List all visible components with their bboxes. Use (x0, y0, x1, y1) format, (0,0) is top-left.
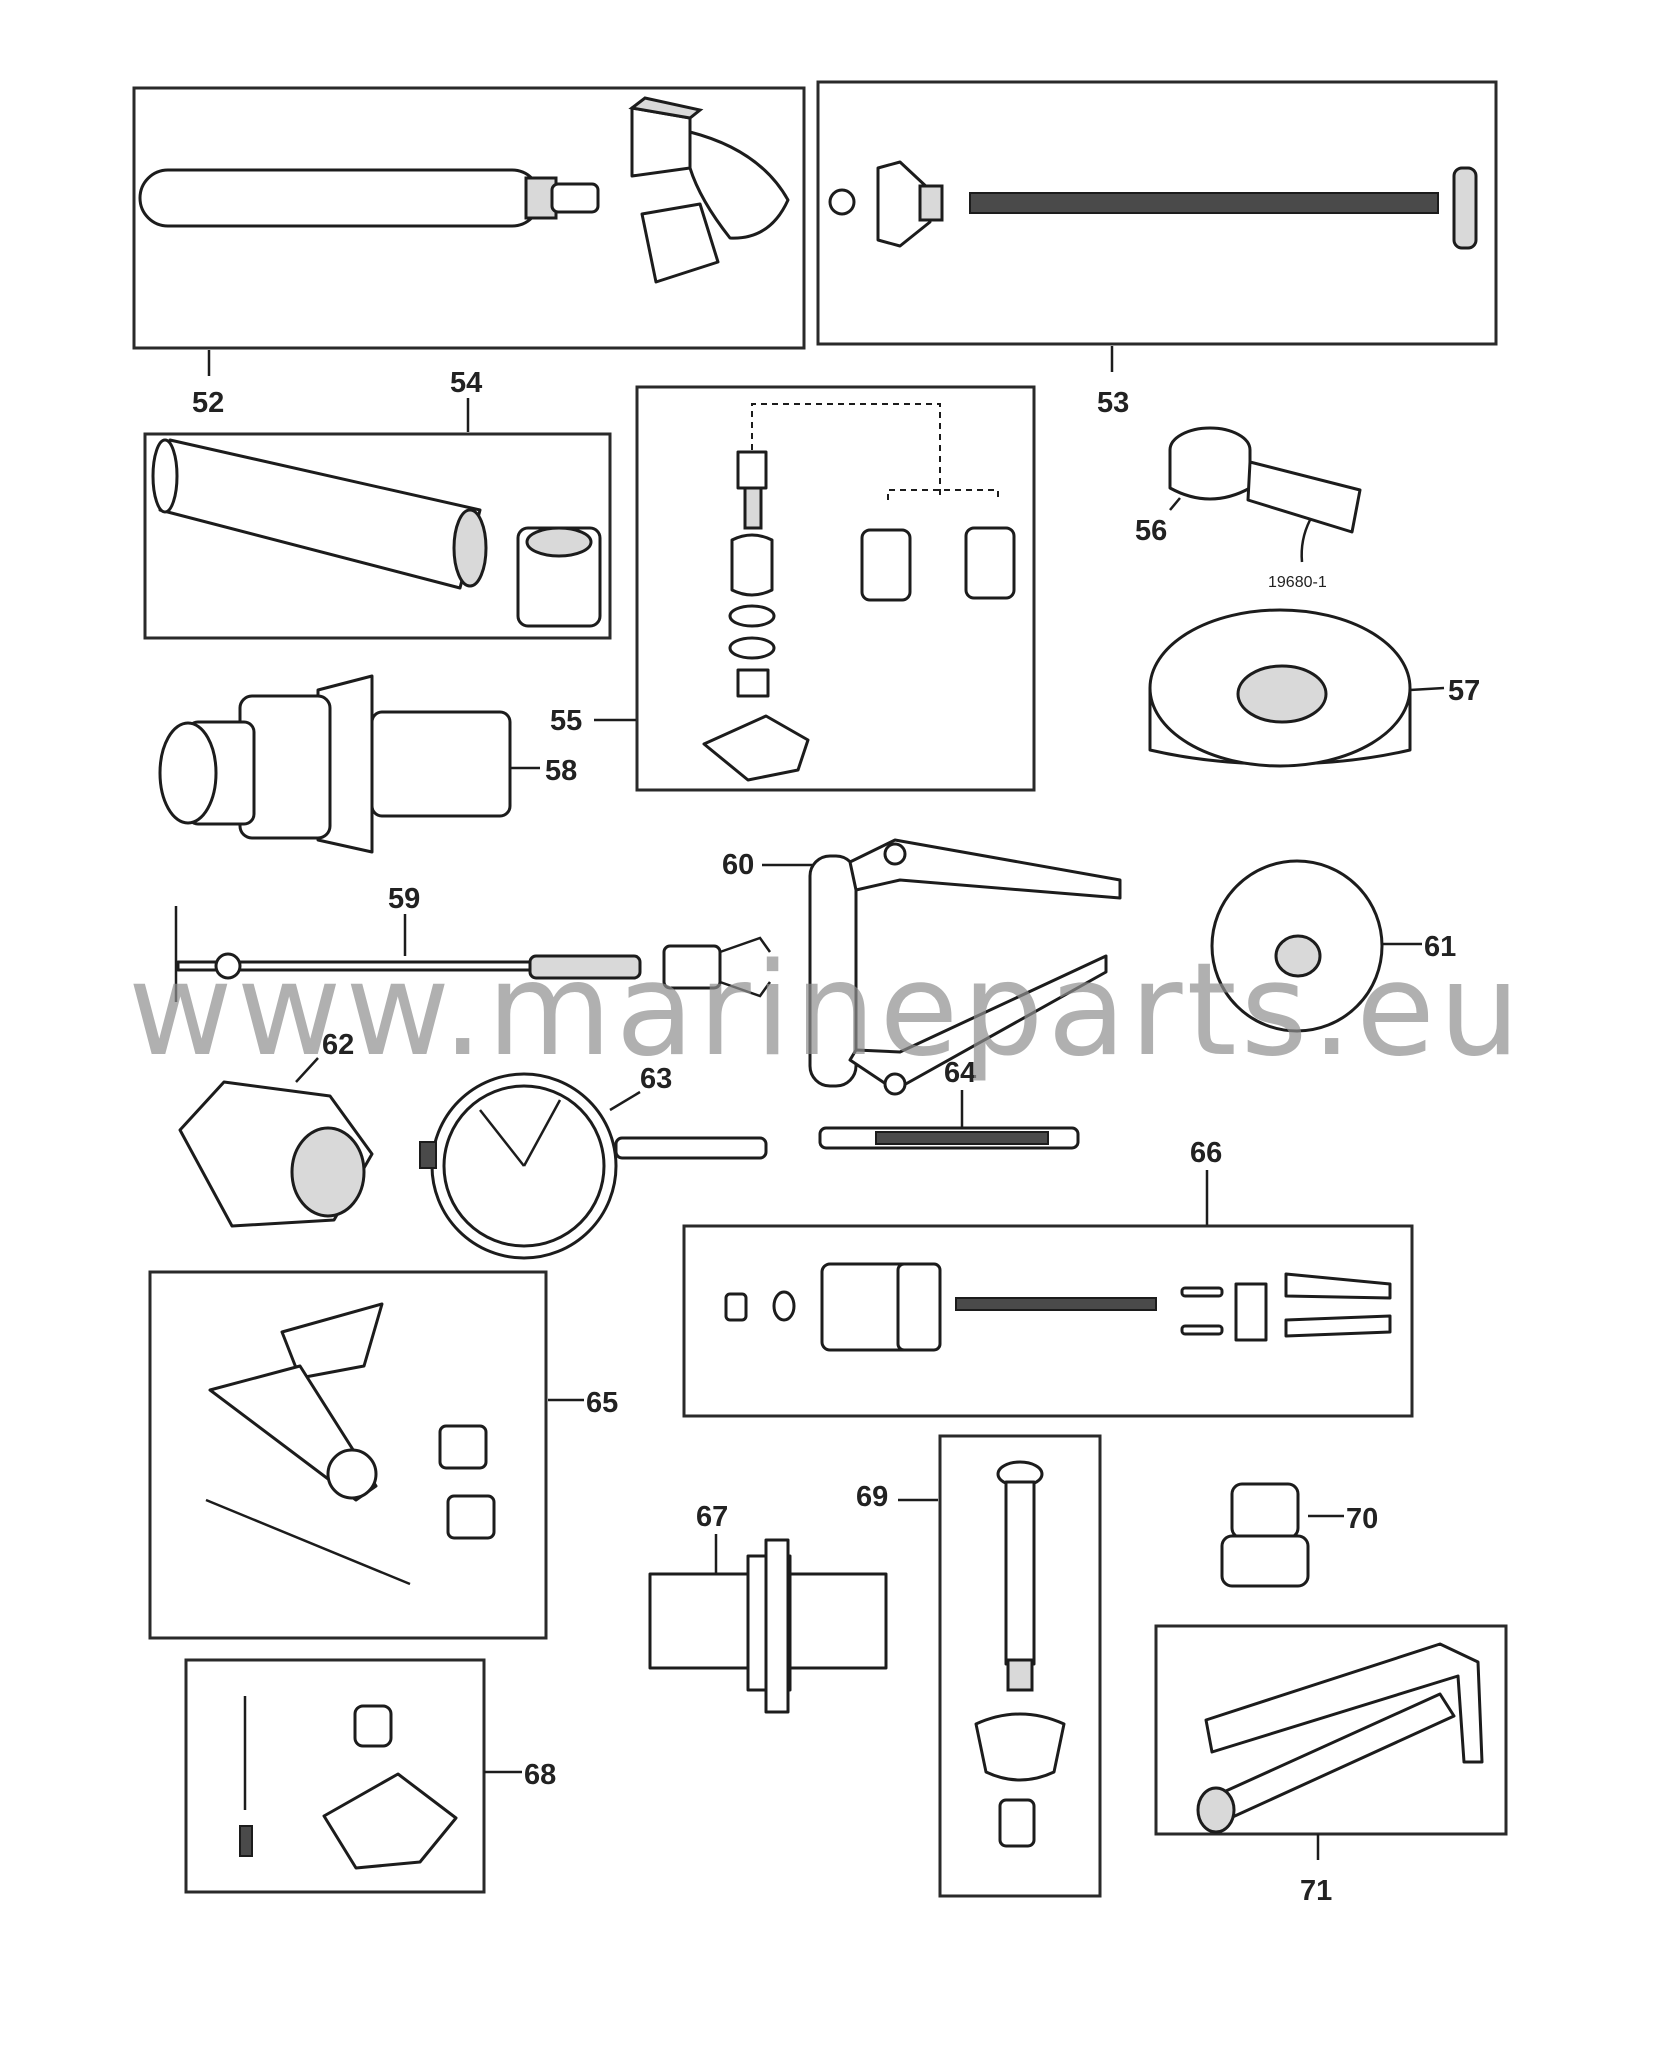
tool-56 (1168, 426, 1362, 563)
callout-58: 58 (545, 755, 577, 787)
tool-57 (1148, 608, 1412, 768)
tool-67 (648, 1538, 888, 1714)
callout-71: 71 (1300, 1875, 1332, 1907)
callout-70: 70 (1346, 1503, 1378, 1535)
tool-62 (178, 1080, 374, 1228)
tool-71 (1154, 1624, 1508, 1836)
callout-65: 65 (586, 1387, 618, 1419)
callout-54: 54 (450, 367, 482, 399)
tool-69 (938, 1434, 1102, 1898)
tool-64 (818, 1126, 1080, 1150)
tool-60 (808, 838, 1122, 1096)
callout-60: 60 (722, 849, 754, 881)
tool-68 (184, 1658, 486, 1894)
tool-65 (148, 1270, 548, 1640)
callout-56: 56 (1135, 515, 1167, 547)
callout-61: 61 (1424, 931, 1456, 963)
callout-68: 68 (524, 1759, 556, 1791)
callout-55: 55 (550, 705, 582, 737)
tool-70 (1220, 1482, 1310, 1588)
callout-57: 57 (1448, 675, 1480, 707)
tool-58 (158, 674, 512, 854)
tool-63 (419, 1072, 768, 1260)
tool-61 (1210, 859, 1384, 1033)
callout-66: 66 (1190, 1137, 1222, 1169)
callout-59: 59 (388, 883, 420, 915)
tool-54 (143, 432, 612, 640)
callout-63: 63 (640, 1063, 672, 1095)
callout-52: 52 (192, 387, 224, 419)
part-note: 19680-1 (1268, 574, 1327, 591)
callout-62: 62 (322, 1029, 354, 1061)
callout-67: 67 (696, 1501, 728, 1533)
callout-69: 69 (856, 1481, 888, 1513)
callout-64: 64 (944, 1057, 976, 1089)
tool-52 (132, 86, 806, 350)
callout-53: 53 (1097, 387, 1129, 419)
tool-55 (635, 385, 1036, 792)
watermark: www.marineparts.eu (128, 936, 1524, 1085)
tool-53 (816, 80, 1498, 346)
tool-59 (174, 906, 772, 1002)
tool-66 (682, 1224, 1414, 1418)
